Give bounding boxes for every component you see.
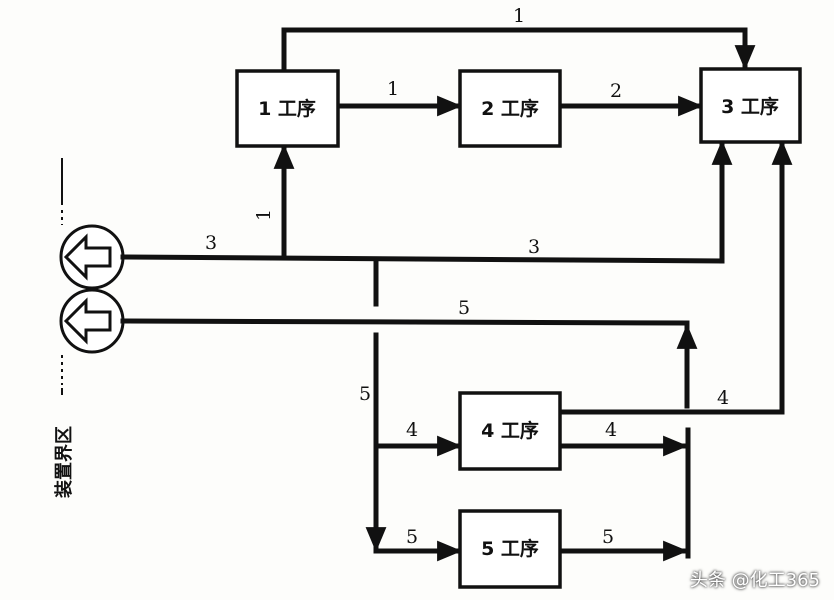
process-box-5-label: 5 工序 bbox=[481, 537, 539, 560]
stream-label: 4 bbox=[717, 387, 729, 409]
process-box-4-label: 4 工序 bbox=[481, 419, 539, 442]
stream-label: 4 bbox=[406, 419, 418, 441]
stream-label: 3 bbox=[528, 236, 540, 258]
process-box-4: 4 工序 bbox=[458, 391, 562, 471]
process-box-5: 5 工序 bbox=[458, 509, 562, 589]
stream-label: 1 bbox=[513, 5, 525, 27]
stream-lines bbox=[120, 27, 793, 562]
process-box-2-label: 2 工序 bbox=[481, 97, 539, 120]
stream-label: 1 bbox=[387, 78, 399, 100]
process-box-1: 1 工序 bbox=[235, 69, 340, 148]
stream-label: 5 bbox=[602, 526, 614, 548]
stream-label: 2 bbox=[610, 80, 622, 102]
stream-label: 5 bbox=[406, 526, 418, 548]
battery-limit-label: 装置界区 bbox=[53, 426, 75, 498]
pump-icon bbox=[59, 224, 125, 290]
process-box-1-label: 1 工序 bbox=[258, 97, 316, 120]
stream-label: 1 bbox=[253, 209, 275, 221]
stream-label: 5 bbox=[458, 297, 470, 319]
process-box-2: 2 工序 bbox=[458, 69, 562, 148]
stream-label: 3 bbox=[205, 232, 217, 254]
process-box-3: 3 工序 bbox=[699, 67, 802, 144]
pump-icon bbox=[59, 288, 125, 354]
watermark: 头条 @化工365 bbox=[689, 570, 820, 591]
stream-label: 4 bbox=[605, 419, 617, 441]
stream-label: 5 bbox=[359, 383, 371, 405]
process-box-3-label: 3 工序 bbox=[721, 95, 779, 118]
